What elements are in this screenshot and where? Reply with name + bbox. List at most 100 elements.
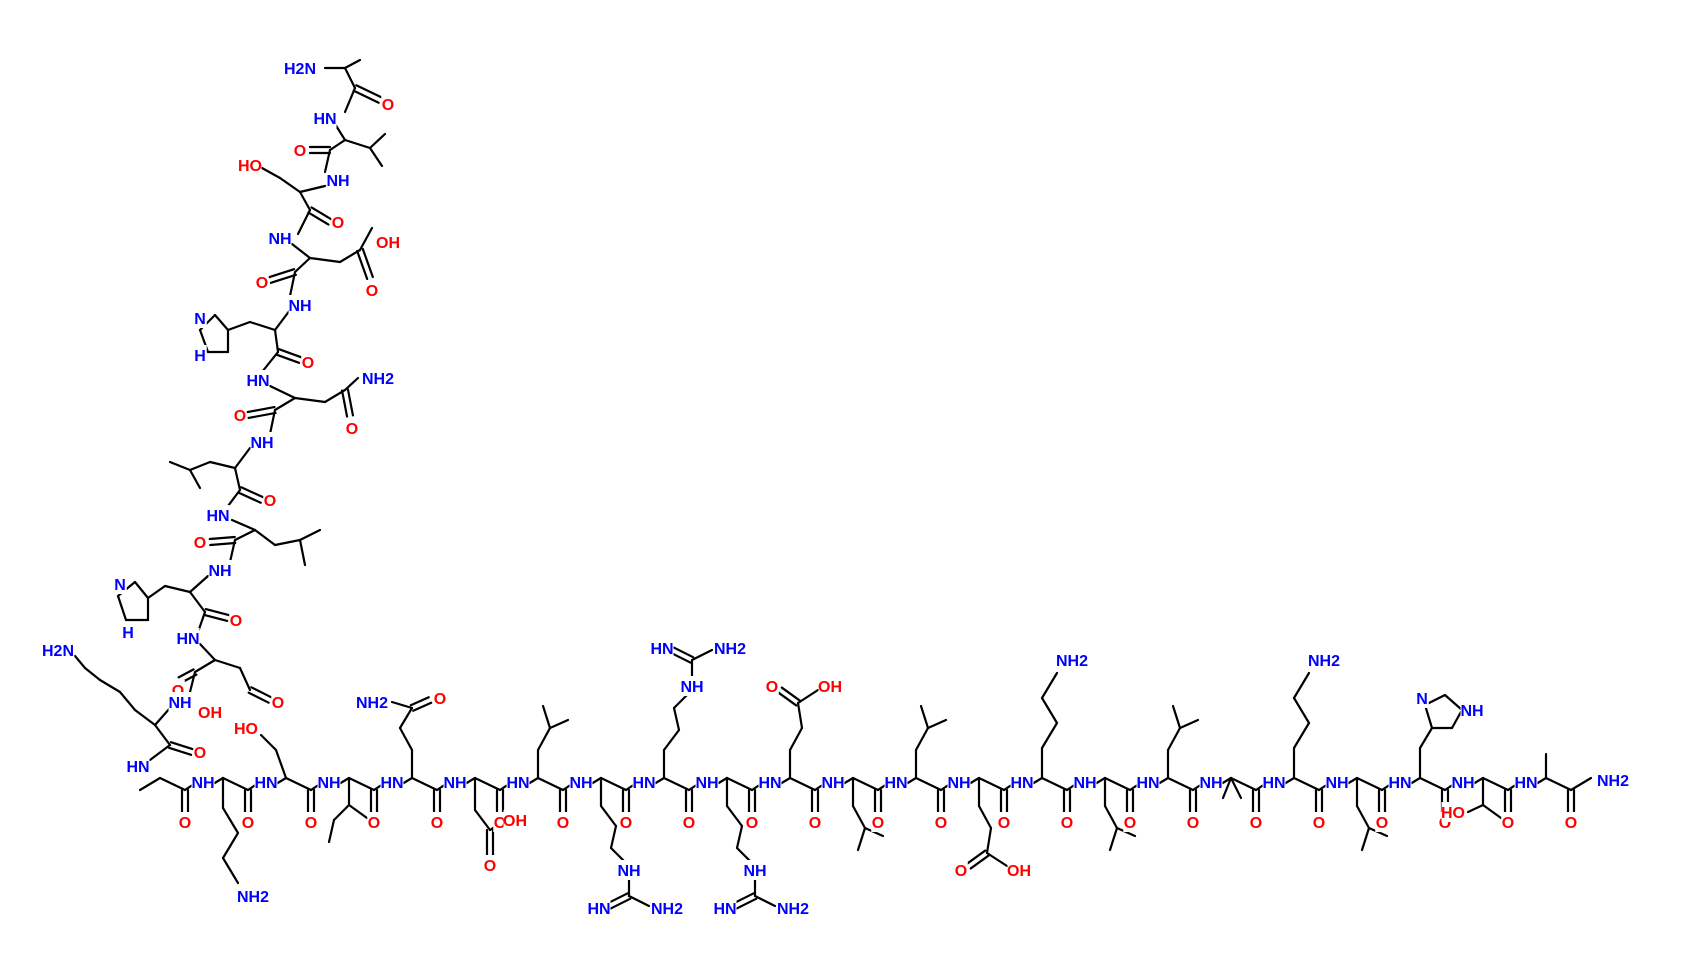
double-bond [247, 691, 270, 704]
atom-label-background [326, 170, 350, 190]
atom-label-background [587, 898, 611, 918]
bond [788, 726, 804, 752]
double-bond [669, 651, 692, 664]
nitrogen-label: NH2 [777, 901, 809, 918]
atom-label-background [176, 628, 200, 648]
bond [73, 654, 87, 670]
backbone-bond [599, 776, 628, 792]
bond [919, 704, 930, 730]
bond [368, 146, 384, 168]
bond [328, 138, 347, 152]
backbone-bond [914, 776, 943, 792]
bond [856, 826, 867, 852]
atom-label-background [1010, 772, 1034, 792]
bond [1166, 726, 1182, 752]
bond [1360, 826, 1371, 852]
atom-label-background [233, 405, 247, 425]
bond [358, 226, 374, 252]
atom-label-background [246, 370, 270, 390]
double-bond [777, 691, 798, 707]
oxygen-label: O [998, 815, 1010, 832]
oxygen-label: OH [376, 235, 400, 252]
bond [188, 460, 212, 472]
atom-label-background [236, 886, 270, 906]
atom-label-background [317, 772, 341, 792]
atom-label-background [254, 772, 278, 792]
atom-label-background [1325, 772, 1349, 792]
oxygen-label: O [484, 858, 496, 875]
atom-label-background [818, 676, 842, 696]
bond [977, 804, 993, 830]
nitrogen-label: HN [176, 631, 199, 648]
bond [248, 320, 277, 332]
nitrogen-label: NH2 [1597, 773, 1629, 790]
nitrogen-label: HN [713, 901, 736, 918]
bond [188, 670, 197, 694]
nitrogen-label: NH [288, 298, 311, 315]
double-bond [346, 388, 355, 417]
atom-label-background [331, 212, 345, 232]
oxygen-label: HO [1441, 805, 1465, 822]
double-bond [361, 247, 374, 279]
bond [259, 733, 278, 752]
bond [118, 690, 137, 712]
double-bond [269, 273, 298, 284]
atom-label-background [493, 812, 507, 832]
nitrogen-label: H [122, 625, 134, 642]
nitrogen-label: NH2 [237, 889, 269, 906]
bond [985, 851, 1009, 868]
atom-label-background [381, 94, 395, 114]
oxygen-label: O [366, 283, 378, 300]
bond [1040, 671, 1059, 700]
double-bond [277, 348, 303, 359]
atom-label-background [808, 812, 822, 832]
atom-label-background [569, 772, 593, 792]
atom-label-background [283, 58, 317, 78]
bond [332, 803, 351, 822]
nitrogen-label: HN [1388, 775, 1411, 792]
nitrogen-label: NH2 [362, 371, 394, 388]
oxygen-label: O [434, 691, 446, 708]
nitrogen-label: NH2 [714, 641, 746, 658]
bond [1178, 718, 1200, 730]
atom-label-background [503, 810, 527, 830]
bond [343, 66, 357, 90]
atom-label-background [271, 692, 285, 712]
backbone-bond [1103, 776, 1132, 792]
nitrogen-label: NH [1460, 703, 1483, 720]
nitrogen-label: HN [380, 775, 403, 792]
atom-label-background [376, 232, 400, 252]
bond [1229, 776, 1243, 800]
oxygen-label: O [332, 215, 344, 232]
atom-label-background [433, 688, 447, 708]
nitrogen-label: NH [1073, 775, 1096, 792]
atom-label-background [1055, 650, 1089, 670]
double-bond [780, 686, 801, 702]
nitrogen-label: NH [695, 775, 718, 792]
oxygen-label: O [1187, 815, 1199, 832]
atom-label-background [241, 812, 255, 832]
bond [298, 538, 307, 567]
nitrogen-label: NH2 [356, 695, 388, 712]
bond [548, 718, 570, 730]
atom-label-background [1441, 802, 1465, 822]
atom-label-background [1375, 812, 1389, 832]
bond [1221, 776, 1233, 800]
bond [193, 658, 217, 674]
atom-label-background [168, 692, 192, 712]
nitrogen-label: HN [650, 641, 673, 658]
bond [268, 408, 277, 436]
double-bond [672, 646, 695, 659]
oxygen-label: O [955, 863, 967, 880]
bond [133, 580, 150, 600]
oxygen-label: OH [503, 813, 527, 830]
atom-label-background [695, 772, 719, 792]
oxygen-label: HO [234, 721, 258, 738]
bond [333, 122, 347, 142]
nitrogen-label: HN [313, 111, 336, 128]
double-bond [247, 411, 277, 420]
nitrogen-label: NH [1199, 775, 1222, 792]
bond [851, 804, 867, 830]
atom-label-background [682, 812, 696, 832]
atom-label-background [743, 860, 767, 880]
